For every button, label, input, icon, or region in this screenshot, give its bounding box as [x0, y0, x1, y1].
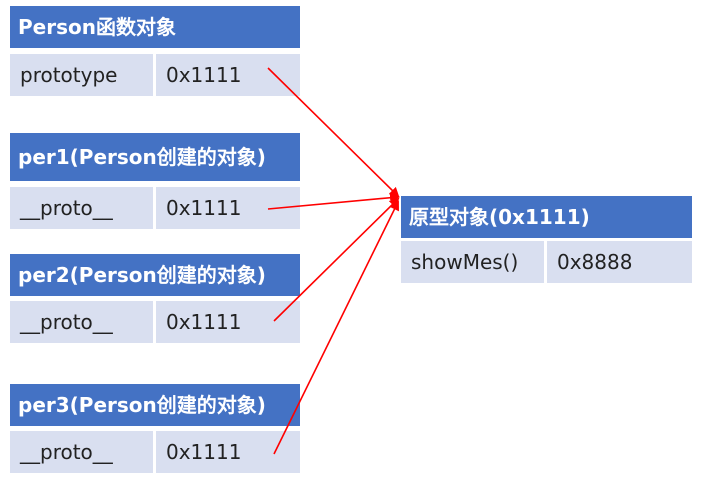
per1-key: __proto__: [10, 187, 153, 229]
per2-key: __proto__: [10, 301, 153, 343]
arrow-person-prototype: [267, 67, 400, 198]
per3-key: __proto__: [10, 431, 153, 473]
per2-title: per2(Person创建的对象): [10, 254, 300, 296]
prototype-key: showMes(): [401, 241, 544, 283]
person-value: 0x1111: [156, 54, 300, 96]
prototype-object: 原型对象(0x1111) showMes() 0x8888: [401, 196, 692, 286]
per2-value: 0x1111: [156, 301, 300, 343]
per3-title: per3(Person创建的对象): [10, 384, 300, 426]
prototype-value: 0x8888: [547, 241, 692, 283]
per1-object: per1(Person创建的对象) __proto__ 0x1111: [10, 133, 300, 231]
per3-object: per3(Person创建的对象) __proto__ 0x1111: [10, 384, 300, 474]
person-function-object: Person函数对象 prototype 0x1111: [10, 6, 300, 96]
arrow-per3-proto: [273, 200, 399, 455]
arrow-per2-proto: [273, 197, 400, 322]
prototype-title: 原型对象(0x1111): [401, 196, 692, 238]
per1-title: per1(Person创建的对象): [10, 133, 300, 181]
person-key: prototype: [10, 54, 153, 96]
person-title: Person函数对象: [10, 6, 300, 48]
per3-value: 0x1111: [156, 431, 300, 473]
per2-object: per2(Person创建的对象) __proto__ 0x1111: [10, 254, 300, 344]
arrow-per1-proto: [267, 192, 400, 210]
